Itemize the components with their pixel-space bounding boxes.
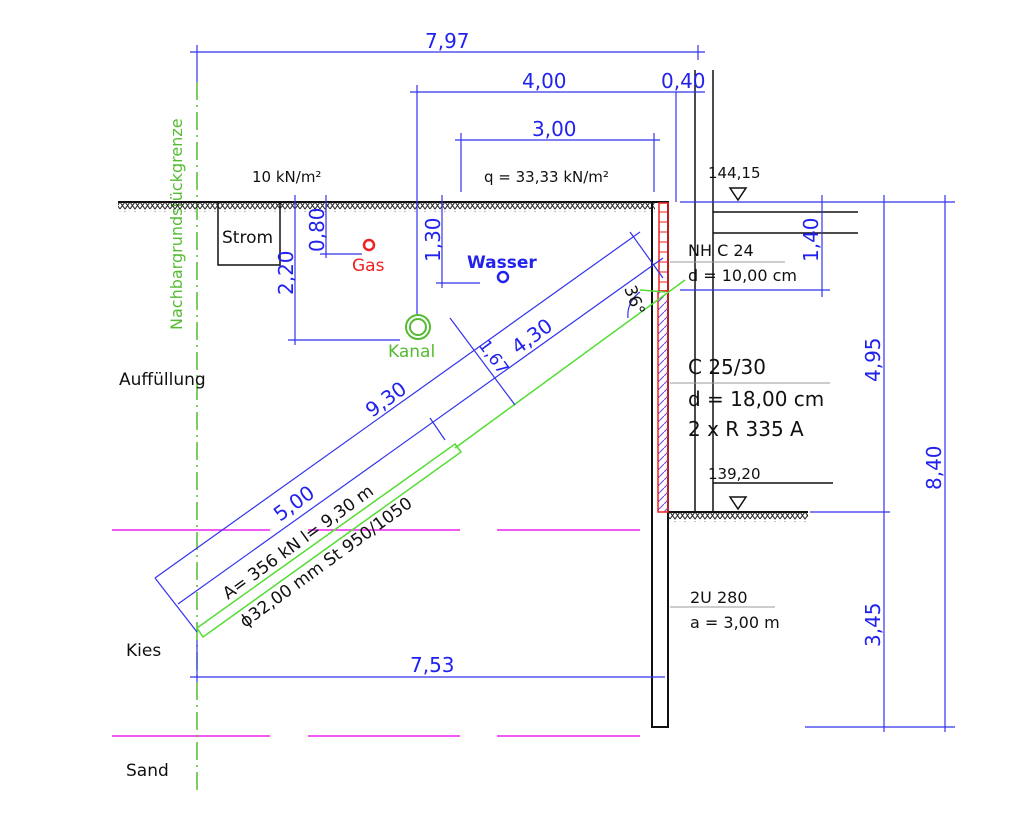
soil-kies: Kies [126,641,161,661]
anchor-dimensions [154,231,665,682]
dim-grout-length: 5,00 [269,480,319,526]
kanal-label: Kanal [388,342,435,362]
dim-total-depth: 8,40 [922,445,946,490]
dim-wall-width: 0,40 [661,69,706,93]
timber-type: NH C 24 [688,241,754,260]
dim-anchor-length: 9,30 [361,376,411,422]
load-left: 10 kN/m² [252,168,321,186]
gas-label: Gas [352,256,385,276]
dim-strom-depth: 2,20 [274,250,298,295]
utility-dimensions [288,195,480,345]
dim-excavation-depth: 4,95 [861,337,885,382]
pile-spacing: a = 3,00 m [690,613,780,632]
dim-total-width: 7,97 [425,29,470,53]
level-bottom: 139,20 [708,465,761,483]
wasser-label: Wasser [467,253,537,273]
concrete-lining [657,290,669,513]
concrete-thickness: d = 18,00 cm [688,387,824,411]
ground-anchor [195,279,686,639]
ground-surface [118,201,808,522]
soil-sand: Sand [126,761,169,781]
concrete-reinforcement: 2 x R 335 A [688,417,804,441]
wasser-pipe-icon [496,270,510,284]
soil-auffuellung: Auffüllung [119,370,206,390]
dim-embedment: 3,45 [861,602,885,647]
strom-duct [217,201,281,266]
top-dimensions [190,45,705,315]
dim-wasser-depth: 1,30 [421,217,445,262]
concrete-type: C 25/30 [688,355,766,379]
right-annotations [670,187,955,732]
dim-anchor-angle: 36° [619,283,648,318]
dim-load-width: 3,00 [532,117,577,141]
soil-layer-lines [112,529,640,737]
dim-anchor-horizontal: 7,53 [410,653,455,677]
timber-lagging [658,202,669,292]
pile-type: 2U 280 [690,588,748,607]
level-top: 144,15 [708,164,761,182]
timber-thickness: d = 10,00 cm [688,266,797,285]
strom-label: Strom [222,228,273,248]
dim-4: 4,00 [522,69,567,93]
gas-pipe-icon [362,238,376,252]
dim-gas-depth: 0,80 [305,207,329,252]
kanal-pipe-icon [405,314,431,340]
dim-timber-height: 1,40 [799,217,823,262]
sheet-pile-wall [651,70,714,728]
property-boundary-label: Nachbargrundstückgrenze [167,118,186,330]
load-right: q = 33,33 kN/m² [484,168,609,186]
